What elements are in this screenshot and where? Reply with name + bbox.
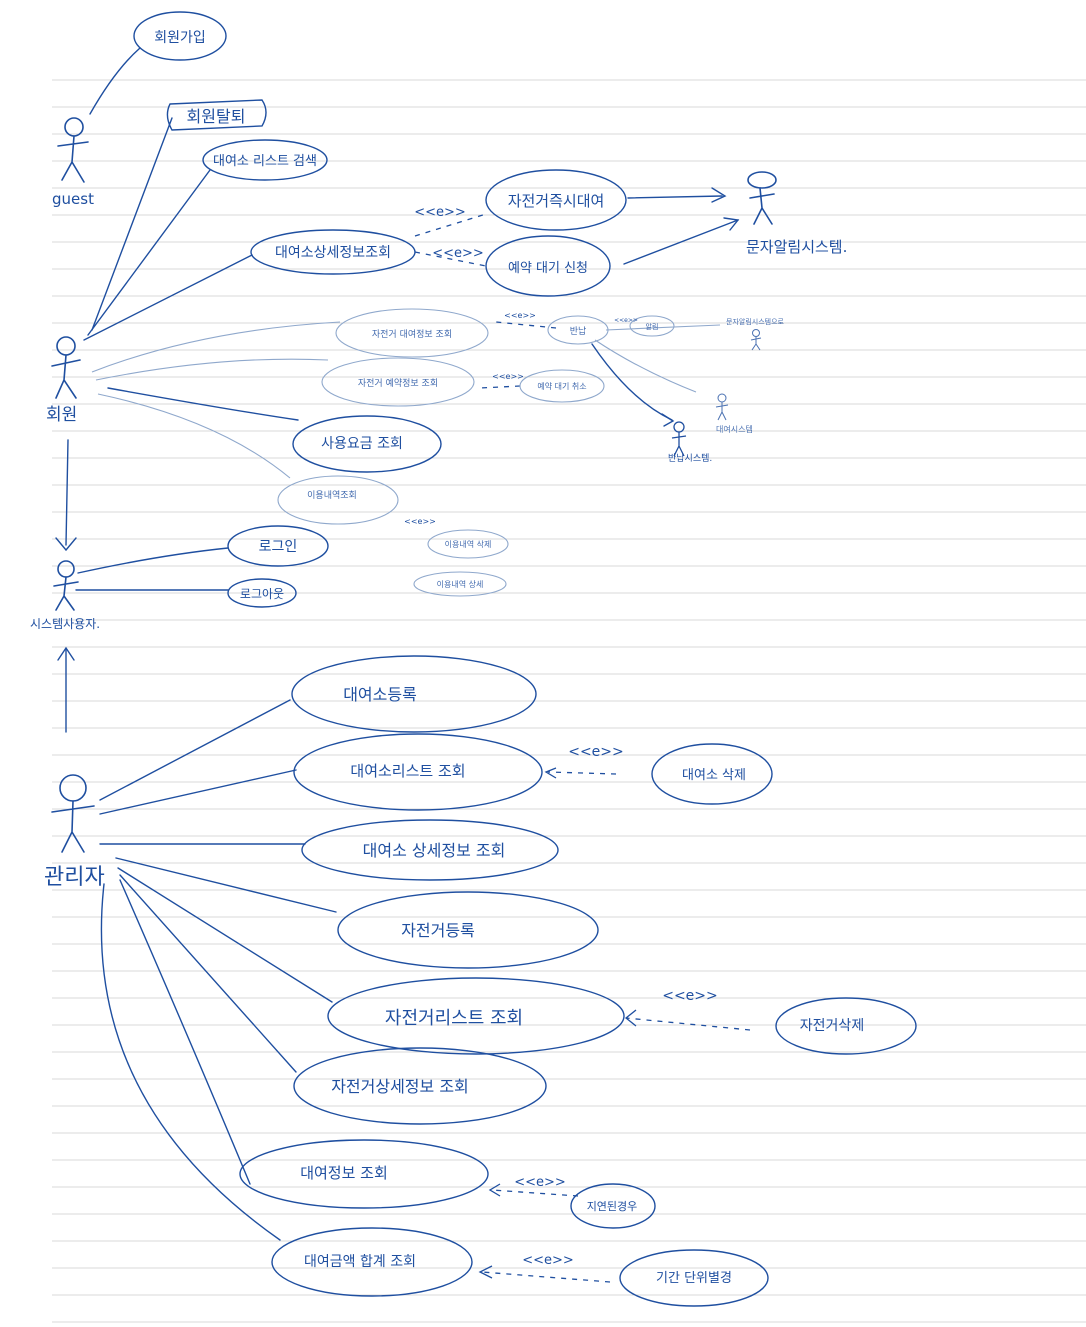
stereotype-label: <<e>> [568,744,624,760]
actor-admin-label: 관리자 [44,865,105,890]
uc-usage-history: 이용내역조회 [307,490,357,501]
uc-rental-detail: 대여소상세정보조회 [275,245,391,261]
sms-system-small-label: 문자알림시스템으로 [726,317,785,326]
stereotype-label: <<e>> [522,1253,574,1268]
actor-sms-system-small [750,329,762,351]
uc-admin-detail: 대여소 상세정보 조회 [363,841,506,860]
uc-usage-detail: 이용내역 상세 [437,579,484,589]
actor-member [51,336,81,399]
uc-rental-list-search: 대여소 리스트 검색 [213,154,317,169]
stereotype-label: <<e>> [514,1175,566,1190]
stereotype-label-small: <<e>> [492,372,524,381]
uc-admin-list: 대여소리스트 조회 [350,762,465,780]
uc-period: 기간 단위별경 [656,1271,732,1286]
uc-logout: 로그아웃 [240,587,284,601]
stereotype-label-small: <<e>> [504,311,536,320]
actor-system-user-label: 시스템사용자. [30,617,100,631]
uc-bike-list: 자전거리스트 조회 [385,1008,523,1029]
uc-bike-instant-rent: 자전거즉시대여 [508,192,605,210]
association-lines [55,47,740,1241]
uc-bike-detail: 자전거상세정보 조회 [331,1077,469,1096]
uc-login: 로그인 [259,539,298,555]
actor-guest-label: guest [52,190,94,208]
actor-member-label: 회원 [46,405,77,425]
uc-reserve-cancel: 예약 대기 취소 [537,381,586,391]
uc-usage-fee: 사용요금 조회 [321,436,403,452]
rental-system-label: 대여시스템 [716,424,753,434]
actor-admin [51,774,95,853]
actor-sms-system [747,171,777,225]
uc-revenue: 대여금액 합계 조회 [304,1254,416,1270]
uc-return-bike: 반납 [570,326,587,337]
stereotype-label-small: <<e>> [614,317,638,324]
uc-reservation: 예약 대기 신청 [508,261,588,276]
uc-bike-delete: 자전거삭제 [800,1018,864,1034]
uc-withdraw: 회원탈퇴 [187,107,246,126]
include-arrowheads [478,767,637,1279]
uc-rent-info: 대여정보 조회 [300,1164,388,1182]
notebook-rule-lines [52,79,1086,1323]
actor-guest [57,117,89,183]
uc-admin-delete: 대여소 삭제 [682,768,746,783]
uc-notify: 알림 [646,322,659,331]
actor-system-user [53,560,79,611]
uc-signup: 회원가입 [154,30,206,46]
actor-sms-system-label: 문자알림시스템. [746,238,847,256]
uc-admin-register: 대여소등록 [343,685,417,704]
uc-reserve-history: 자전거 예약정보 조회 [358,377,438,389]
use-case-ellipses [133,11,917,1307]
light-use-case-ellipses [277,308,675,597]
stereotype-label: <<e>> [432,246,484,261]
actor-return-system [671,421,687,457]
stereotype-label: <<e>> [414,205,466,220]
include-arrows [414,213,751,1283]
uc-bike-register: 자전거등록 [401,921,475,940]
actor-rental-system [715,393,729,421]
stereotype-label: <<e>> [662,988,718,1004]
uc-usage-delete: 이용내역 삭제 [445,539,492,549]
light-association-lines [91,321,721,479]
return-system-label: 반납시스템. [668,452,712,464]
stereotype-label-small: <<e>> [404,517,436,526]
uc-rent-delay: 지연된경우 [587,1200,638,1213]
uc-rent-history: 자전거 대여정보 조회 [372,328,452,340]
